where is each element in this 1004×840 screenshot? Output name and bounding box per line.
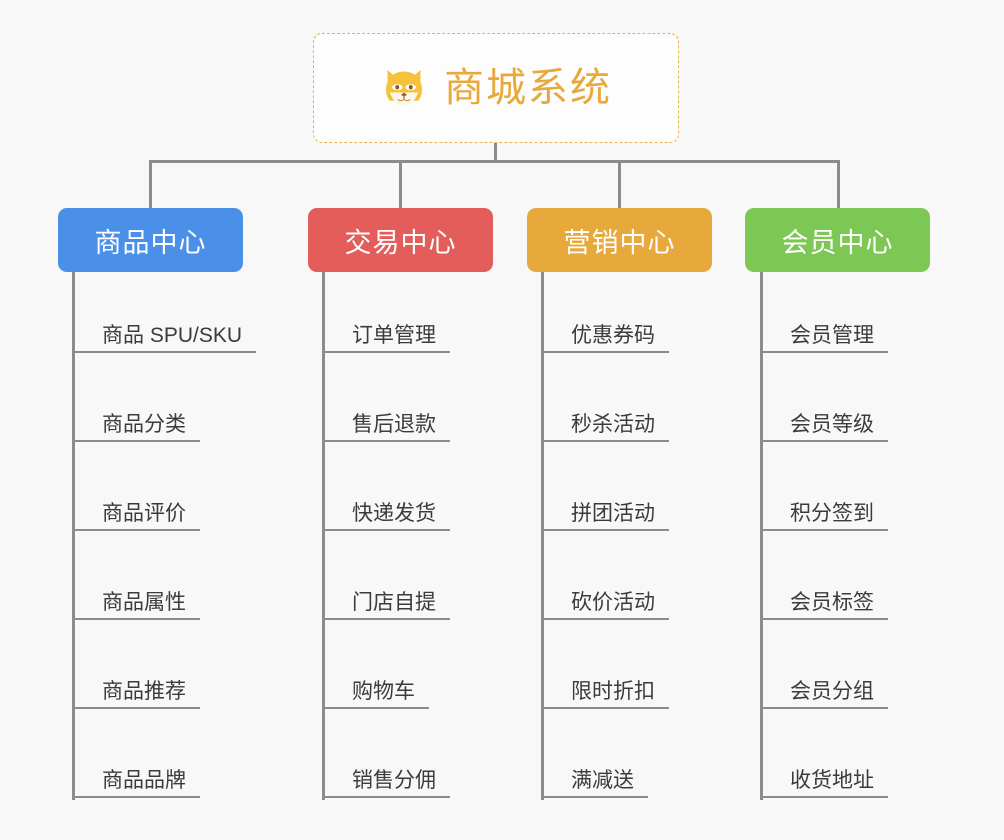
category-header-product-center[interactable]: 商品中心 — [58, 208, 243, 272]
leaf-item[interactable]: 会员分组 — [760, 657, 888, 709]
leaf-item[interactable]: 收货地址 — [760, 746, 888, 798]
connector-drop-marketing-center — [618, 160, 621, 208]
leaf-item[interactable]: 秒杀活动 — [541, 390, 669, 442]
leaf-item[interactable]: 商品品牌 — [72, 746, 200, 798]
leaf-item[interactable]: 商品分类 — [72, 390, 200, 442]
leaf-label: 拼团活动 — [571, 501, 655, 525]
leaf-item[interactable]: 拼团活动 — [541, 479, 669, 531]
leaf-label: 满减送 — [571, 768, 634, 792]
category-header-marketing-center[interactable]: 营销中心 — [527, 208, 712, 272]
connector-drop-trade-center — [399, 160, 402, 208]
leaf-item[interactable]: 优惠券码 — [541, 301, 669, 353]
leaf-item[interactable]: 商品属性 — [72, 568, 200, 620]
root-title: 商城系统 — [444, 66, 612, 110]
leaf-label: 商品 SPU/SKU — [102, 323, 243, 347]
dog-face-icon — [386, 70, 422, 108]
category-header-trade-center[interactable]: 交易中心 — [308, 208, 493, 272]
leaf-label: 会员分组 — [790, 679, 874, 703]
leaf-item[interactable]: 购物车 — [322, 657, 429, 709]
spine-marketing-center — [541, 272, 544, 800]
leaf-item[interactable]: 商品评价 — [72, 479, 200, 531]
leaf-label: 限时折扣 — [571, 679, 655, 703]
leaf-item[interactable]: 销售分佣 — [322, 746, 450, 798]
leaf-label: 商品品牌 — [102, 768, 186, 792]
leaf-item[interactable]: 售后退款 — [322, 390, 450, 442]
leaf-item[interactable]: 限时折扣 — [541, 657, 669, 709]
connector-bus — [149, 160, 840, 163]
leaf-item[interactable]: 会员管理 — [760, 301, 888, 353]
leaf-item[interactable]: 商品 SPU/SKU — [72, 301, 257, 353]
leaf-label: 收货地址 — [790, 768, 874, 792]
leaf-item[interactable]: 会员标签 — [760, 568, 888, 620]
root-node[interactable]: 商城系统 — [313, 33, 679, 143]
leaf-item[interactable]: 快递发货 — [322, 479, 450, 531]
category-label: 交易中心 — [344, 227, 457, 258]
leaf-item[interactable]: 积分签到 — [760, 479, 888, 531]
category-label: 会员中心 — [781, 227, 894, 258]
spine-trade-center — [322, 272, 325, 800]
leaf-item[interactable]: 砍价活动 — [541, 568, 669, 620]
spine-product-center — [72, 272, 75, 800]
leaf-label: 售后退款 — [352, 412, 436, 436]
leaf-label: 积分签到 — [790, 501, 874, 525]
leaf-label: 快递发货 — [352, 501, 436, 525]
leaf-label: 购物车 — [352, 679, 415, 703]
category-label: 商品中心 — [94, 227, 207, 258]
leaf-label: 优惠券码 — [571, 323, 655, 347]
category-header-member-center[interactable]: 会员中心 — [745, 208, 930, 272]
leaf-label: 订单管理 — [352, 323, 436, 347]
leaf-label: 商品分类 — [102, 412, 186, 436]
leaf-item[interactable]: 商品推荐 — [72, 657, 200, 709]
leaf-label: 砍价活动 — [571, 590, 655, 614]
leaf-label: 销售分佣 — [352, 768, 436, 792]
leaf-item[interactable]: 会员等级 — [760, 390, 888, 442]
category-label: 营销中心 — [563, 227, 676, 258]
spine-member-center — [760, 272, 763, 800]
leaf-item[interactable]: 门店自提 — [322, 568, 450, 620]
leaf-label: 秒杀活动 — [571, 412, 655, 436]
leaf-label: 会员等级 — [790, 412, 874, 436]
leaf-label: 商品属性 — [102, 590, 186, 614]
leaf-item[interactable]: 满减送 — [541, 746, 648, 798]
leaf-label: 门店自提 — [352, 590, 436, 614]
connector-drop-product-center — [149, 160, 152, 208]
connector-drop-member-center — [837, 160, 840, 208]
leaf-label: 会员标签 — [790, 590, 874, 614]
leaf-label: 会员管理 — [790, 323, 874, 347]
leaf-label: 商品评价 — [102, 501, 186, 525]
leaf-item[interactable]: 订单管理 — [322, 301, 450, 353]
leaf-label: 商品推荐 — [102, 679, 186, 703]
connector-root-stem — [494, 143, 497, 162]
